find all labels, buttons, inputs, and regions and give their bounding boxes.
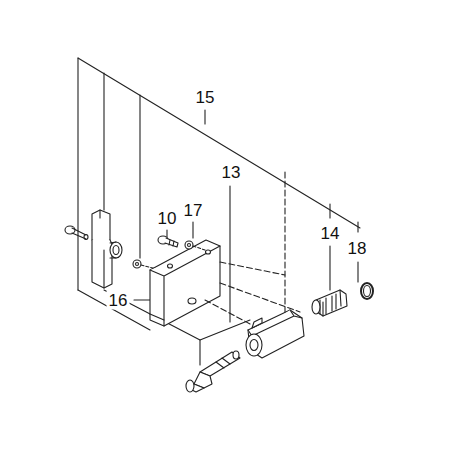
screw <box>65 226 88 240</box>
quick-connector <box>186 351 240 392</box>
lock-washer <box>185 241 205 250</box>
callout-number: 13 <box>220 163 243 182</box>
callout-number: 16 <box>107 291 130 310</box>
o-ring <box>361 283 373 299</box>
callout-number: 17 <box>182 201 205 220</box>
threaded-nipple <box>312 290 347 316</box>
callout-number: 14 <box>319 224 342 243</box>
screw <box>158 236 178 247</box>
leader-lines <box>78 58 360 365</box>
callout-number: 18 <box>346 239 369 258</box>
callout-number: 15 <box>194 88 217 107</box>
holder-clip <box>92 210 122 288</box>
callout-number: 10 <box>156 209 179 228</box>
coupler-body <box>246 310 304 358</box>
mounting-plate <box>150 240 220 326</box>
